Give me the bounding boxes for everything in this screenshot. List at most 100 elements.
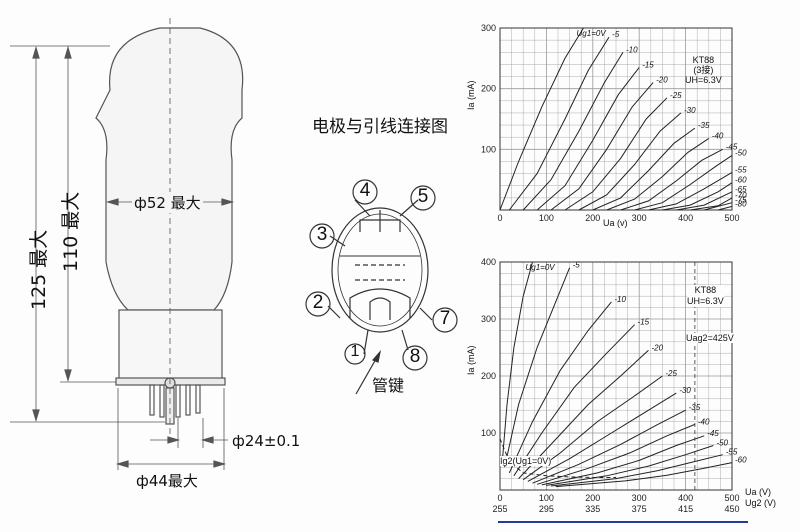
socket-outline	[331, 207, 429, 333]
chart1-xtick: 400	[678, 213, 693, 223]
chart2-series-label: Ug1=0V	[525, 263, 555, 272]
chart2-series-label: -45	[707, 429, 719, 438]
chart2-series-label: -30	[679, 386, 691, 395]
chart1-xtick: 500	[724, 213, 739, 223]
chart1-series--15	[536, 67, 640, 211]
chart1-series--75	[704, 202, 733, 211]
pin-3-circle	[309, 223, 335, 249]
chart1-series-label: -45	[726, 142, 738, 151]
pin-label-3: 3	[316, 224, 328, 245]
chart2-ig2-label: Ig2(Ug1=0V)	[500, 456, 552, 466]
chart2-series-label: -15	[638, 318, 650, 327]
chart2-series-label: -25	[665, 369, 677, 378]
glass-diameter-label: ф52 最大	[132, 192, 203, 213]
chart1-series-label: -70	[735, 191, 747, 200]
chart1-series-label: -15	[642, 60, 654, 69]
pin-7-circle	[432, 307, 458, 333]
chart1-series-label: -55	[735, 165, 747, 174]
chart1-series--55	[648, 171, 733, 211]
chart2-ytick: 100	[481, 428, 496, 438]
chart2-xtick: 300	[632, 493, 647, 503]
pin-5-circle	[410, 185, 436, 211]
chart1-series-label: Ug1=0V	[577, 29, 607, 38]
chart1-series-label: -30	[684, 106, 696, 115]
chart2-series-label: -20	[651, 343, 663, 352]
pin-label-4: 4	[359, 180, 371, 201]
chart2-x2tick: 335	[585, 504, 600, 514]
chart1-xlabel: Ua (v)	[603, 218, 628, 228]
chart1-series-label: -75	[735, 196, 747, 205]
chart2-x2tick: 450	[724, 504, 739, 514]
overall-height-label: 125 最大	[28, 229, 50, 310]
chart1-annotation-config: (3接)	[693, 65, 714, 75]
pin-4-circle	[352, 179, 378, 205]
chart1-series--70	[690, 197, 733, 211]
chart2-frame	[499, 261, 733, 491]
chart2-series--10	[508, 301, 612, 474]
chart1-series--25	[564, 97, 668, 211]
chart1-series-label: -20	[656, 76, 668, 85]
chart2-annotation-heater: UH=6.3V	[687, 296, 724, 306]
pin-label-5: 5	[417, 186, 429, 207]
chart1-xtick: 100	[539, 213, 554, 223]
chart1-ytick: 300	[481, 23, 496, 33]
chart2-series-label: -55	[726, 448, 738, 457]
chart2-xlabel: Ua (V)	[745, 487, 772, 497]
chart1-series--35	[592, 127, 696, 211]
pinout-diagram	[305, 179, 458, 395]
chart2-x2tick: 295	[539, 504, 554, 514]
pin-2-circle	[305, 291, 331, 317]
chart1-series--5	[508, 36, 610, 211]
chart2-series--50	[546, 445, 714, 486]
chart1-ytick: 100	[481, 144, 496, 154]
chart1-series--45	[620, 148, 723, 211]
chart2-series-label: -5	[573, 261, 581, 270]
chart2-xtick: 400	[678, 493, 693, 503]
chart1-series-label: -80	[735, 199, 747, 208]
chart1-series--40	[606, 137, 710, 211]
chart2-annotation: KT88 UH=6.3V	[687, 285, 724, 307]
tube-base	[118, 309, 223, 381]
base-diameter-label: ф44最大	[136, 472, 198, 490]
chart2-series-Ug10V	[501, 261, 533, 462]
chart2-series--35	[532, 409, 686, 484]
chart2-x2label: Ug2 (V)	[745, 498, 777, 508]
chart2-series--5	[504, 267, 571, 468]
chart2-series--15	[513, 324, 635, 477]
chart1-series--30	[578, 112, 682, 211]
pinout-title: 电极与引线连接图	[312, 117, 448, 137]
chart2-annotation-model: KT88	[694, 285, 717, 295]
chart2-series-label: -50	[716, 439, 728, 448]
key-label: 管键	[372, 376, 405, 395]
chart1-annotation: KT88 (3接) UH=6.3V	[685, 55, 722, 85]
chart2-xtick: 0	[497, 493, 502, 503]
chart1-series-label: -65	[735, 185, 747, 194]
chart1-series--60	[662, 182, 733, 211]
chart2-series--40	[536, 423, 696, 485]
chart2-x2tick: 255	[492, 504, 507, 514]
chart1-annotation-heater: UH=6.3V	[685, 75, 722, 85]
chart1-series-Ug10V	[499, 27, 584, 211]
chart1-series--50	[634, 154, 733, 211]
chart1-xtick: 200	[585, 213, 600, 223]
chart1-series--10	[522, 52, 624, 211]
pin-1-circle	[344, 343, 366, 365]
chart1-series-label: -40	[712, 131, 724, 140]
pin-label-2: 2	[312, 292, 324, 313]
chart2-series--30	[527, 392, 677, 482]
tube-pins	[149, 377, 201, 425]
chart2-x2tick: 375	[632, 504, 647, 514]
chart2-series-label: -40	[698, 417, 710, 426]
chart1-xtick: 300	[632, 213, 647, 223]
chart1-series-label: -5	[612, 30, 620, 39]
chart2-series-label: -60	[735, 456, 747, 465]
chart1-annotation-model: KT88	[692, 55, 715, 65]
chart1-series-label: -50	[735, 148, 747, 157]
chart1-series--80	[717, 205, 733, 211]
chart2-series--60	[555, 462, 733, 488]
pin-label-1: 1	[350, 343, 360, 360]
chart2-ytick: 200	[481, 371, 496, 381]
chart1-ytick: 200	[481, 84, 496, 94]
